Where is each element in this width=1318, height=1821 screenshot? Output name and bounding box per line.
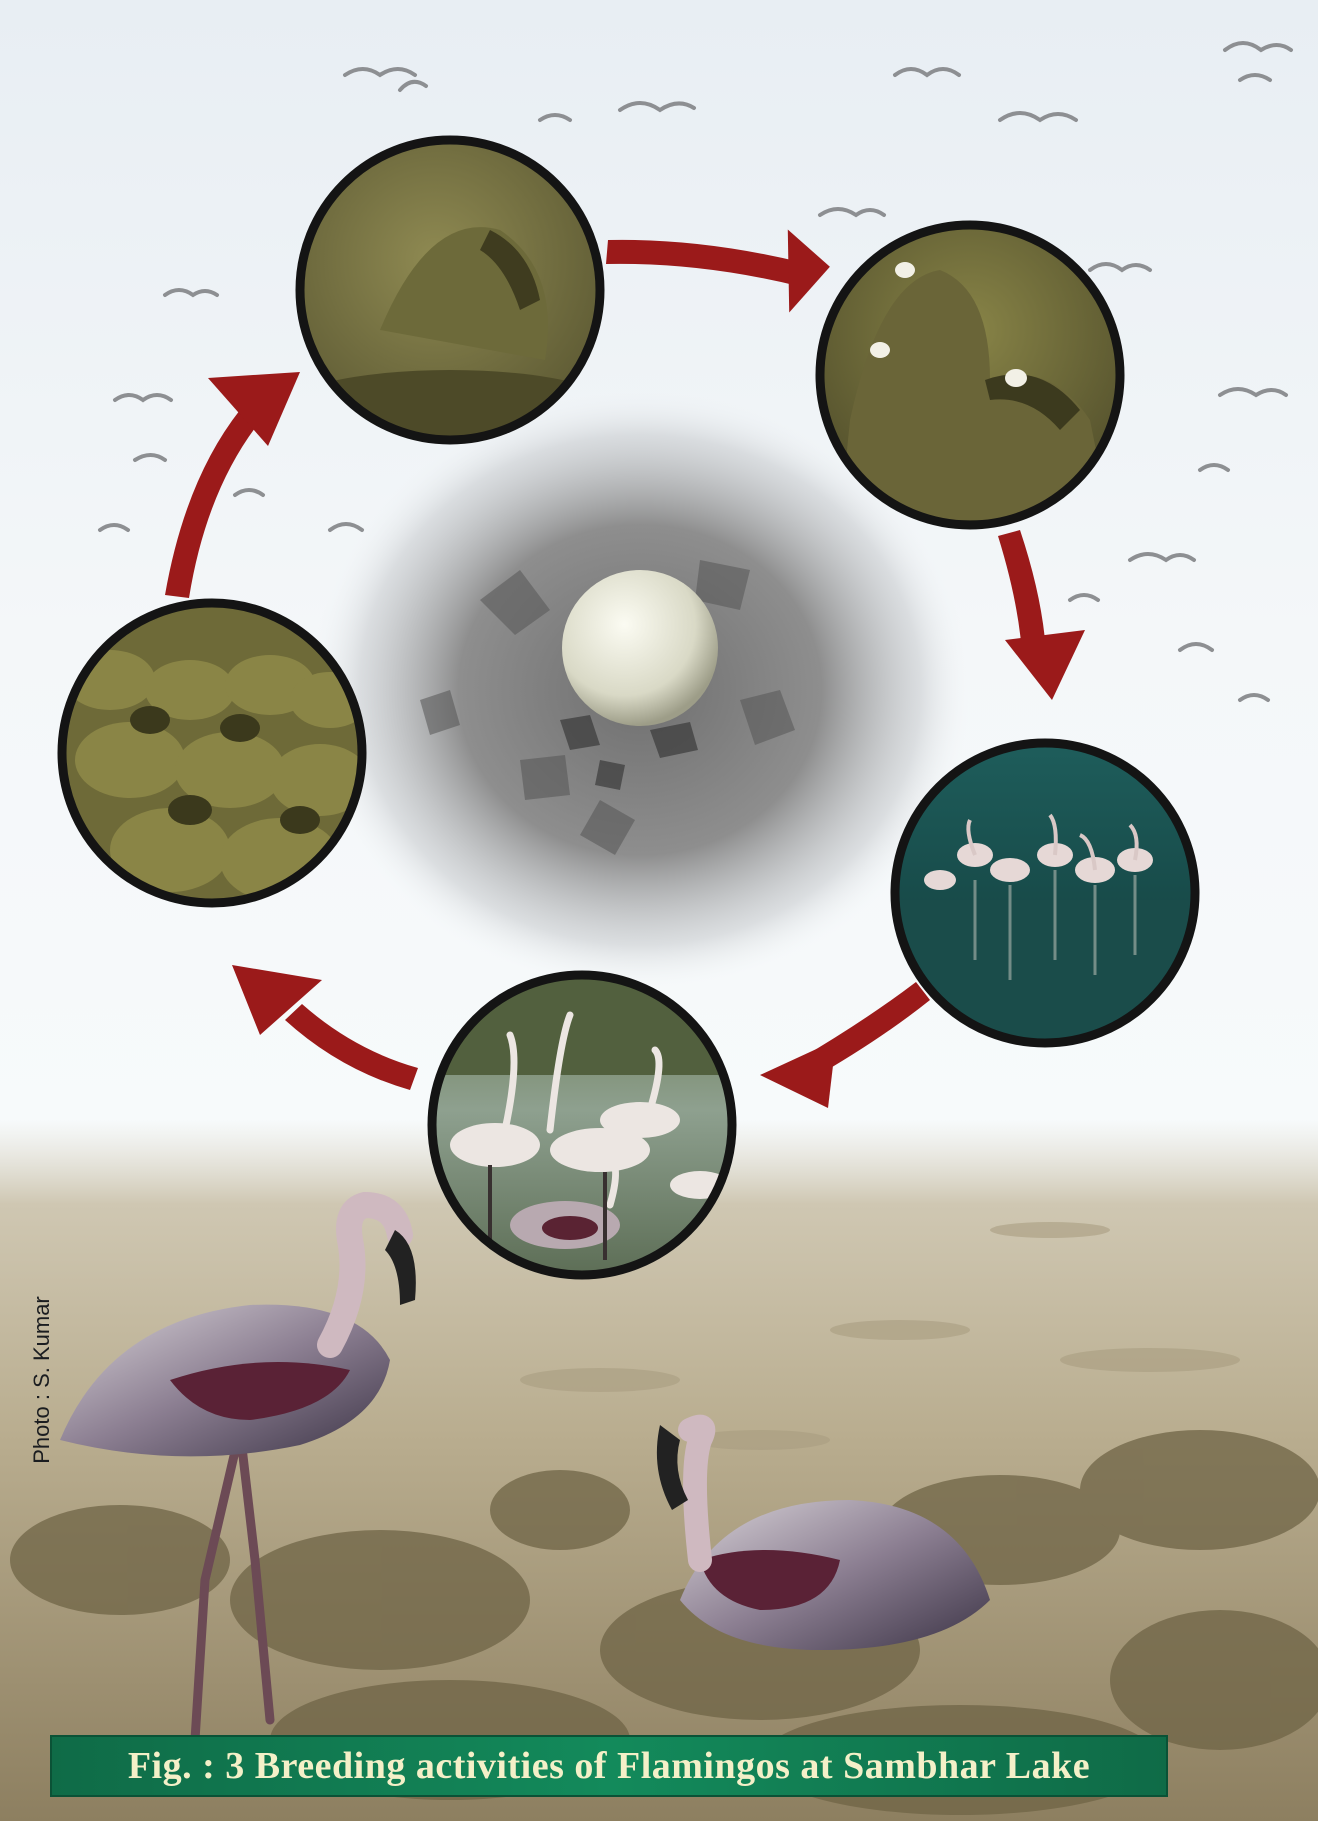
photo-credit-text: Photo : S. Kumar	[29, 1296, 55, 1464]
nest-with-eggs-photo	[820, 225, 1120, 525]
figure-caption-text: Fig. : 3 Breeding activities of Flamingo…	[128, 1744, 1090, 1788]
flamingos-in-water-photo	[895, 743, 1195, 1043]
figure-caption-banner: Fig. : 3 Breeding activities of Flamingo…	[50, 1735, 1168, 1797]
flamingo-flock-photo	[432, 975, 732, 1275]
photo-credit: Photo : S. Kumar	[22, 1285, 62, 1475]
nest-colony-photo	[62, 603, 370, 903]
